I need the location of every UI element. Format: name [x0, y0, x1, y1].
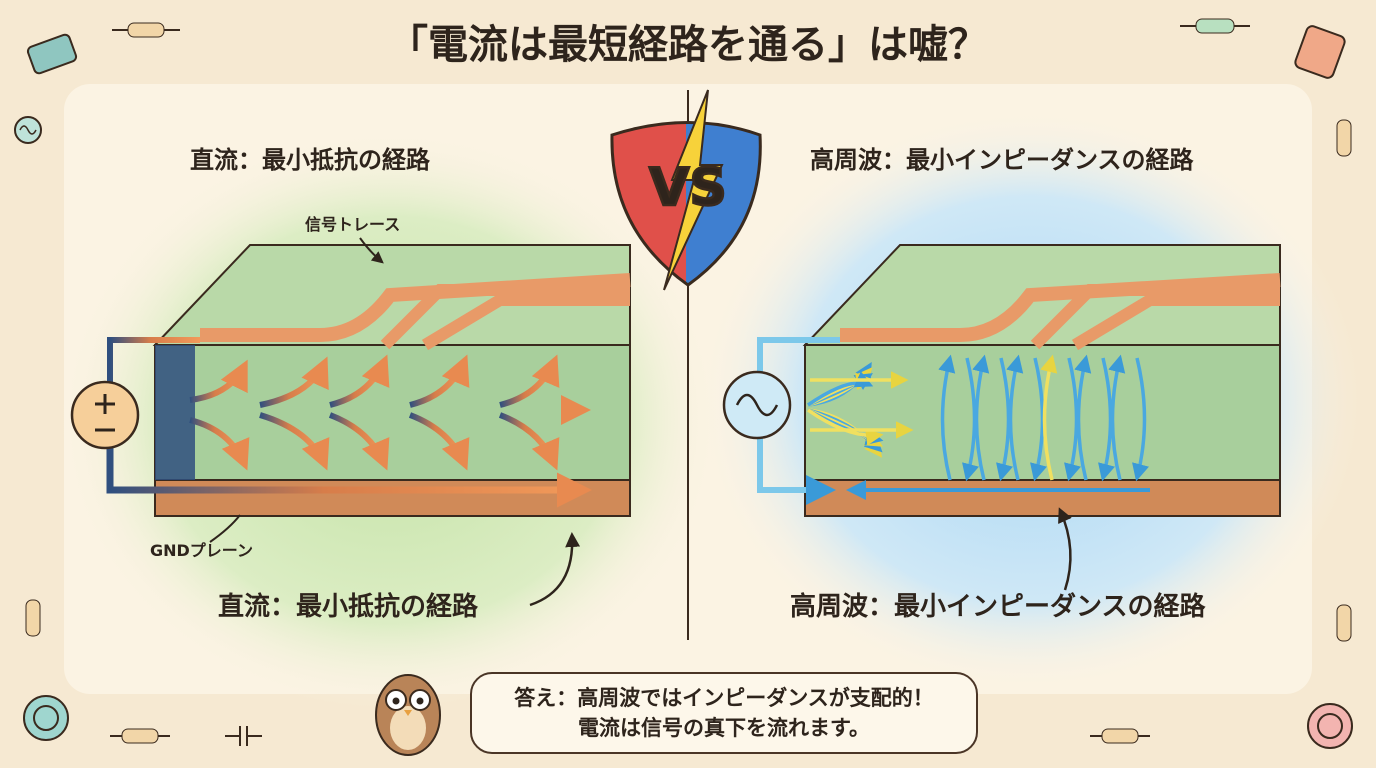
- hf-caption: 高周波：最小インピーダンスの経路: [790, 591, 1206, 622]
- hf-current-arrows: [807, 354, 1149, 482]
- resistor-icon: [25, 599, 41, 637]
- dc-current-arrow: [499, 354, 560, 408]
- hf-current-arrow: [1108, 354, 1126, 481]
- ac-source-icon: [14, 116, 42, 144]
- dc-current-arrow: [329, 354, 390, 408]
- resistor-icon: [1090, 728, 1150, 744]
- dc-current-arrow: [328, 412, 390, 471]
- resistor-icon: [1180, 18, 1250, 34]
- vs-text: VS: [649, 158, 727, 218]
- hf-current-arrow: [972, 354, 990, 481]
- dc-heading: 直流：最小抵抗の経路: [190, 146, 431, 174]
- hf-current-arrow: [1074, 354, 1092, 481]
- answer-line-2: 電流は信号の真下を流れます。: [578, 716, 870, 740]
- dc-diagram: 直流：最小抵抗の経路 信号トレース: [70, 146, 631, 622]
- gnd-pointer-line: [209, 514, 241, 543]
- signal-trace: [421, 294, 630, 351]
- hf-current-arrow: [807, 371, 874, 407]
- dc-caption-arrow: [529, 532, 581, 607]
- ac-source-icon: [722, 370, 792, 440]
- dc-current-arrow: [189, 359, 248, 403]
- hf-current-arrow: [1132, 357, 1149, 482]
- dc-current-arrows: [180, 354, 591, 471]
- hf-current-arrow: [996, 357, 1013, 482]
- trace-pointer-arrow: [359, 237, 384, 264]
- resistor-icon: [112, 22, 180, 38]
- resistor-icon: [1336, 604, 1352, 642]
- dc-current-arrow: [409, 354, 470, 408]
- hf-caption-arrow: [1058, 507, 1072, 591]
- hf-current-arrow: [962, 357, 979, 482]
- hf-diagram: 高周波：最小インピーダンスの経路 高周波：最小インピーダンスの経路: [722, 146, 1281, 622]
- trace-label: 信号トレース: [305, 215, 400, 234]
- spiral-icon: [1307, 703, 1353, 749]
- hf-current-arrow: [1006, 354, 1024, 481]
- signal-trace: [380, 284, 630, 350]
- capacitor-symbol-icon: [225, 726, 262, 746]
- capacitor-icon: [1294, 25, 1346, 79]
- signal-trace: [840, 273, 1281, 342]
- owl-mascot: [375, 674, 441, 756]
- signal-trace: [1030, 284, 1280, 350]
- dc-source-icon: [70, 380, 140, 450]
- dc-feed-wire: [107, 337, 200, 383]
- dc-current-arrow: [408, 412, 470, 471]
- signal-trace: [200, 273, 631, 342]
- lightning-icon: [663, 89, 724, 291]
- resistor-icon: [1336, 119, 1352, 157]
- signal-trace: [1071, 294, 1280, 351]
- answer-line-1: 答え：高周波ではインピーダンスが支配的！: [514, 686, 934, 710]
- gnd-plane: [154, 479, 631, 517]
- hf-current-arrow: [1040, 354, 1058, 481]
- resistor-icon: [110, 728, 170, 744]
- page-title: 「電流は最短経路を通る」は嘘？: [388, 22, 988, 68]
- gnd-plane: [804, 479, 1281, 517]
- spiral-icon: [23, 695, 69, 741]
- dc-current-arrow: [259, 412, 330, 471]
- dc-current-arrow: [498, 412, 560, 471]
- hf-current-arrow: [1098, 357, 1115, 482]
- hf-current-arrow: [1064, 357, 1081, 482]
- dc-caption: 直流：最小抵抗の経路: [218, 591, 479, 622]
- dc-return-arrow: [106, 448, 592, 508]
- dc-current-arrow: [189, 417, 250, 471]
- dc-current-arrow: [259, 356, 329, 408]
- capacitor-icon: [26, 33, 78, 75]
- hf-current-arrow: [938, 354, 956, 481]
- hf-return-arrow: [757, 438, 836, 505]
- decorations: [14, 18, 1353, 749]
- gnd-label: GNDプレーン: [150, 541, 253, 560]
- hf-feed-wire: [757, 337, 840, 372]
- vs-shield: VS: [610, 89, 762, 291]
- hf-heading: 高周波：最小インピーダンスの経路: [810, 146, 1195, 174]
- answer-speech-bubble: 答え：高周波ではインピーダンスが支配的！ 電流は信号の真下を流れます。: [470, 672, 978, 754]
- hf-current-arrow: [1030, 357, 1047, 482]
